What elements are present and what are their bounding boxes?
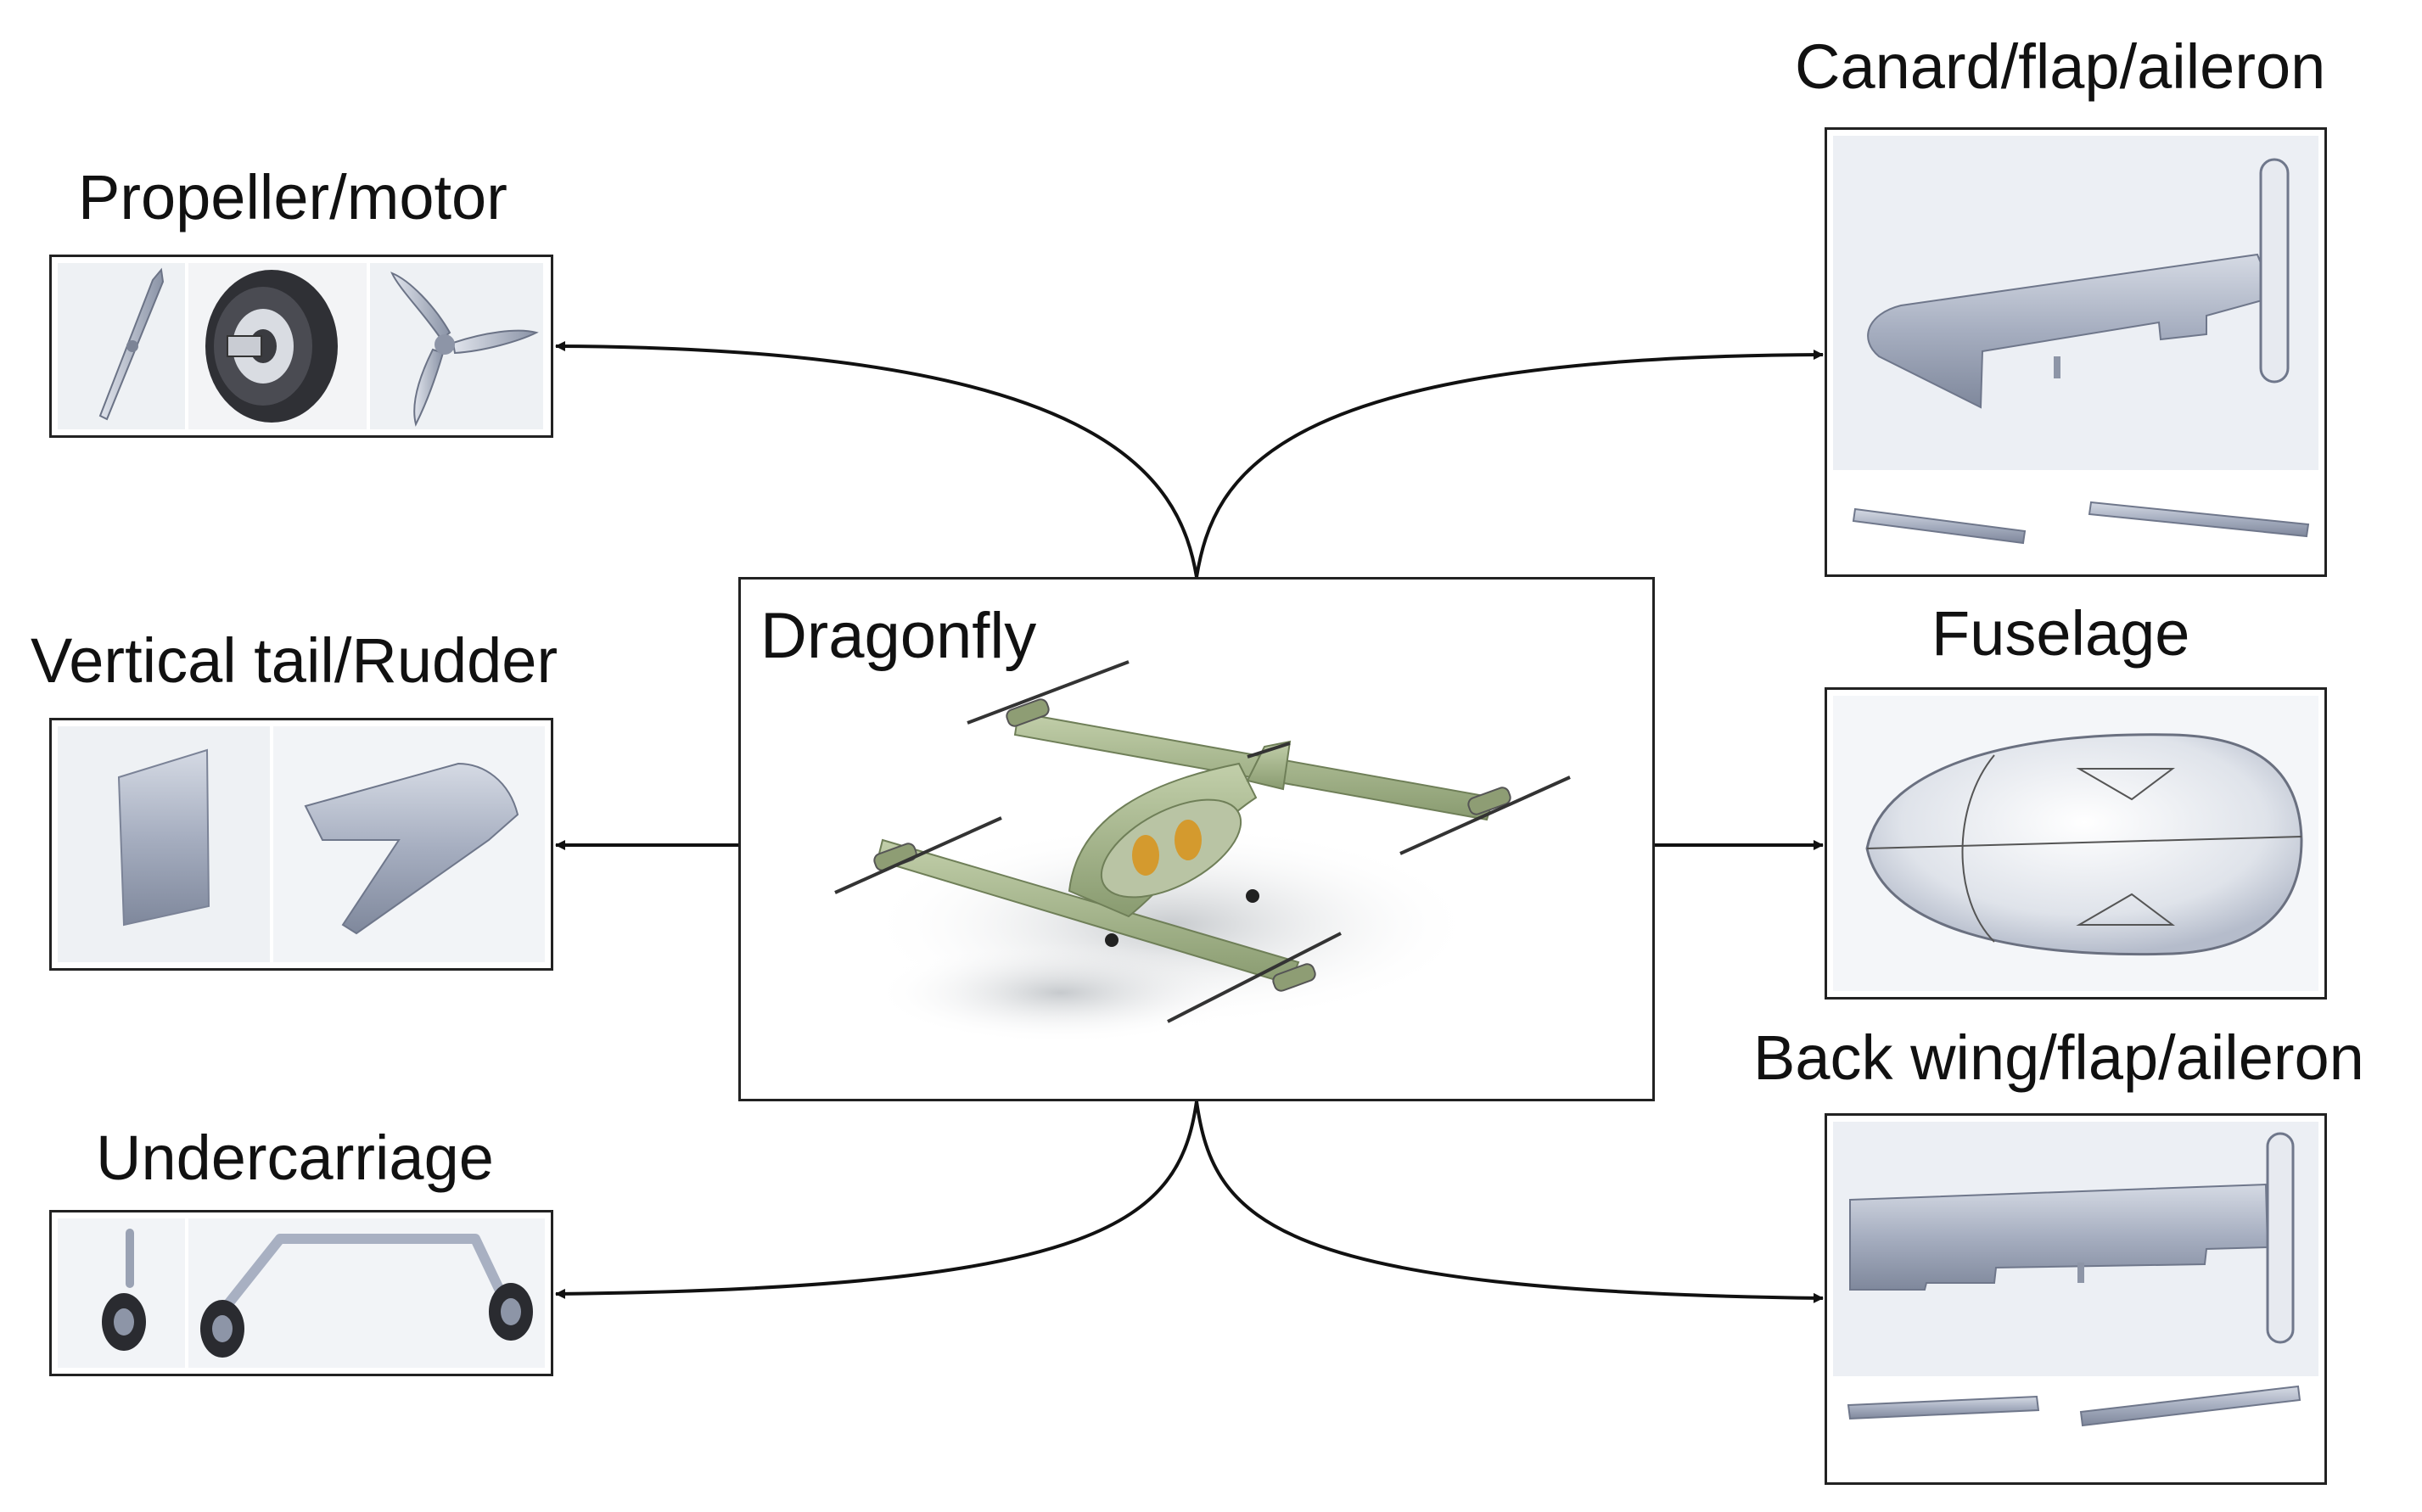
back-wing-flap-aileron-label: Back wing/flap/aileron: [1753, 1022, 2364, 1093]
vertical-tail-rudder-label: Vertical tail/Rudder: [31, 625, 558, 696]
arrow-to-canard: [1195, 350, 1824, 578]
propeller-two-blade-icon: [58, 263, 185, 429]
dragonfly-aircraft-icon: [834, 660, 1571, 1044]
dragonfly-title: Dragonfly: [760, 600, 1037, 672]
back-wing-aileron-icon: [2079, 1385, 2301, 1427]
fuselage-label: Fuselage: [1931, 598, 2190, 669]
propeller-motor-label: Propeller/motor: [78, 162, 507, 232]
canard-aileron-icon: [2088, 501, 2310, 538]
nose-wheel-icon: [58, 1218, 185, 1368]
canard-flap-icon: [1852, 507, 2027, 545]
back-wing-icon: [1833, 1122, 2318, 1376]
canard-wing-icon: [1833, 136, 2318, 470]
fuselage-shell-icon: [1833, 696, 2318, 991]
arrow-to-back-wing: [1195, 1100, 1824, 1303]
arrow-to-undercarriage: [555, 1100, 1198, 1299]
vertical-tail-panel-icon: [58, 726, 270, 962]
rudder-icon: [273, 726, 545, 962]
back-wing-flap-icon: [1847, 1395, 2040, 1420]
propeller-three-blade-icon: [370, 263, 543, 429]
arrow-to-propeller: [555, 341, 1198, 578]
undercarriage-label: Undercarriage: [96, 1123, 494, 1193]
main-gear-icon: [188, 1218, 545, 1368]
motor-icon: [188, 263, 367, 429]
canard-flap-aileron-label: Canard/flap/aileron: [1795, 31, 2326, 102]
